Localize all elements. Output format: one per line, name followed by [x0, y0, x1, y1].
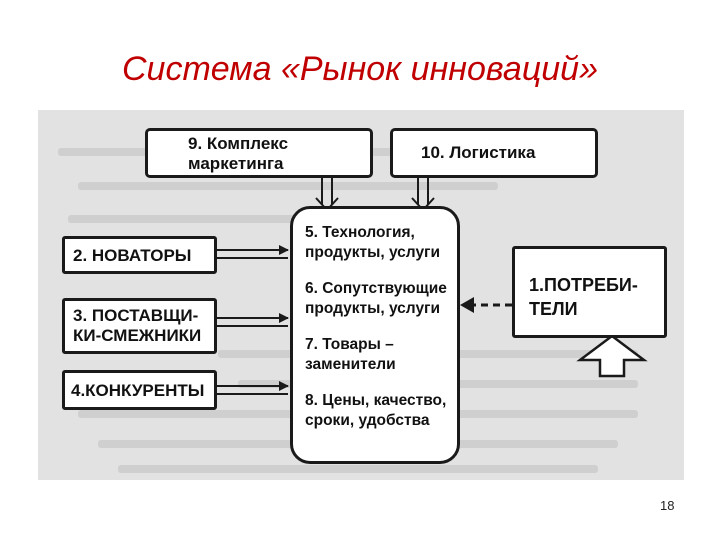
suppliers-line-2: КИ-СМЕЖНИКИ [73, 326, 202, 345]
faded-text-line [68, 215, 368, 223]
center-item-6-line-1: 6. Сопутствующие [305, 280, 447, 297]
consumers-line-1: 1.ПОТРЕБИ- [529, 275, 638, 295]
competitors-label: 4.КОНКУРЕНТЫ [71, 381, 205, 400]
center-item-8-line-1: 8. Цены, качество, [305, 392, 447, 409]
center-item-8-line-2: сроки, удобства [305, 412, 430, 429]
suppliers-box: 3. ПОСТАВЩИ- КИ-СМЕЖНИКИ [62, 298, 217, 354]
hollow-arrow-up-to-consumers [576, 334, 648, 378]
slide-title: Система «Рынок инноваций» [121, 50, 599, 88]
arrow-innovators-to-center [217, 245, 289, 259]
marketing-line-2: маркетинга [188, 154, 284, 173]
center-item-7-line-2: заменители [305, 356, 396, 373]
arrow-suppliers-to-center [217, 313, 289, 327]
marketing-complex-box: 9. Комплекс маркетинга [145, 128, 373, 178]
innovators-label: 2. НОВАТОРЫ [73, 246, 192, 265]
competitors-box: 4.КОНКУРЕНТЫ [62, 370, 217, 410]
faded-text-line [78, 182, 498, 190]
center-item-5-line-2: продукты, услуги [305, 244, 441, 261]
logistics-box: 10. Логистика [390, 128, 598, 178]
consumers-box: 1.ПОТРЕБИ- ТЕЛИ [512, 246, 667, 338]
arrow-competitors-to-center [217, 381, 289, 395]
page-number: 18 [660, 498, 675, 513]
center-item-6-line-2: продукты, услуги [305, 300, 441, 317]
center-products-box: 5. Технология, продукты, услуги 6. Сопут… [290, 206, 460, 464]
suppliers-line-1: 3. ПОСТАВЩИ- [73, 306, 199, 325]
center-item-7-line-1: 7. Товары – [305, 336, 394, 353]
center-item-5-line-1: 5. Технология, [305, 224, 415, 241]
innovators-box: 2. НОВАТОРЫ [62, 236, 217, 274]
logistics-label: 10. Логистика [421, 143, 536, 162]
consumers-line-2: ТЕЛИ [529, 299, 578, 319]
faded-text-line [118, 465, 598, 473]
marketing-line-1: 9. Комплекс [188, 134, 289, 153]
dashed-arrow-consumers-to-center [460, 297, 512, 313]
